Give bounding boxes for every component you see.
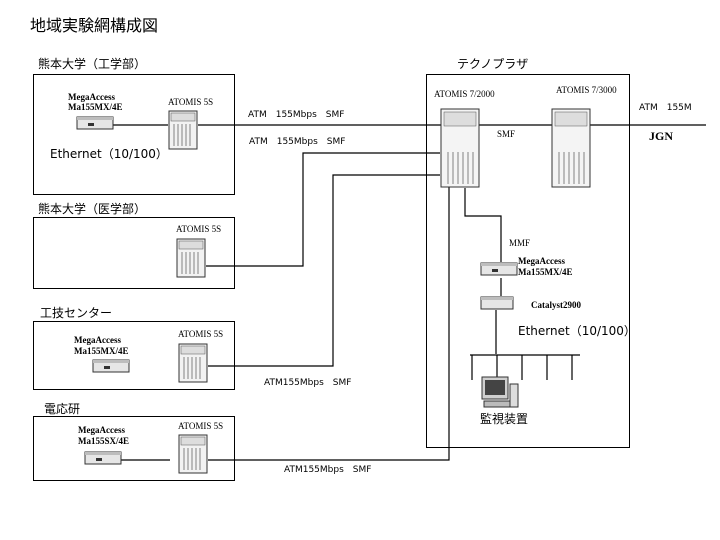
link-label-eng: ATM 155Mbps SMF xyxy=(248,110,345,120)
switch-label-7-2000: ATOMIS 7/2000 xyxy=(434,89,495,99)
device-model: Ma155MX/4E xyxy=(518,267,573,277)
ethernet-label: Ethernet（10/100） xyxy=(518,324,636,338)
megaaccess-device-icon xyxy=(76,116,114,130)
megaaccess-device-icon xyxy=(480,262,518,276)
link-denoken-to-technoplaza xyxy=(120,182,450,461)
link-label-denoken: ATM155Mbps SMF xyxy=(284,465,372,475)
atomis-switch-icon xyxy=(178,434,208,474)
megaaccess-device-icon xyxy=(84,451,122,465)
monitor-terminal-icon xyxy=(481,376,519,408)
catalyst-switch-icon xyxy=(480,296,514,310)
switch-label: ATOMIS 5S xyxy=(178,329,224,339)
site-label-kumamoto-eng: 熊本大学（工学部） xyxy=(38,57,147,71)
site-label-technoplaza: テクノプラザ xyxy=(457,57,529,71)
site-label-kumamoto-med: 熊本大学（医学部） xyxy=(38,202,147,216)
atomis-switch-icon xyxy=(168,110,198,150)
device-name: MegaAccess xyxy=(78,425,125,435)
switch-label-7-3000: ATOMIS 7/3000 xyxy=(556,85,617,95)
device-model: Ma155MX/4E xyxy=(74,346,129,356)
monitor-label: 監視装置 xyxy=(480,412,529,426)
link-switch-to-megaaccess xyxy=(464,188,502,262)
ethernet-bus xyxy=(470,354,580,380)
device-name: MegaAccess xyxy=(68,92,115,102)
device-model: Ma155MX/4E xyxy=(68,102,123,112)
site-box-kumamoto-eng xyxy=(33,74,235,195)
link-label-med: ATM 155Mbps SMF xyxy=(249,137,346,147)
switch-label: ATOMIS 5S xyxy=(178,421,224,431)
site-label-denoken: 電応研 xyxy=(44,402,81,416)
switch-label: ATOMIS 5S xyxy=(176,224,222,234)
link-kougi-to-technoplaza xyxy=(208,174,440,367)
switch-label: ATOMIS 5S xyxy=(168,97,214,107)
device-name: MegaAccess xyxy=(518,256,565,266)
site-label-kougi-center: 工技センター xyxy=(40,306,113,320)
diagram-title: 地域実験網構成図 xyxy=(30,16,159,35)
device-name: MegaAccess xyxy=(74,335,121,345)
ethernet-label: Ethernet（10/100） xyxy=(50,147,168,161)
catalyst-label: Catalyst2900 xyxy=(531,300,581,310)
mmf-label: MMF xyxy=(509,238,531,248)
smf-label: SMF xyxy=(497,129,516,139)
site-box-kougi-center xyxy=(33,321,235,390)
atomis-7-3000-icon xyxy=(551,108,591,188)
megaaccess-device-icon xyxy=(92,359,130,373)
jgn-speed-label: ATM 155M xyxy=(639,103,692,113)
site-box-denoken xyxy=(33,416,235,481)
link-med-to-technoplaza xyxy=(206,152,440,267)
atomis-switch-icon xyxy=(178,343,208,383)
atomis-7-2000-icon xyxy=(440,108,480,188)
jgn-label: JGN xyxy=(649,129,673,143)
link-label-kougi: ATM155Mbps SMF xyxy=(264,378,352,388)
site-box-technoplaza xyxy=(426,74,630,448)
site-box-kumamoto-med xyxy=(33,217,235,289)
device-model: Ma155SX/4E xyxy=(78,436,130,446)
atomis-switch-icon xyxy=(176,238,206,278)
